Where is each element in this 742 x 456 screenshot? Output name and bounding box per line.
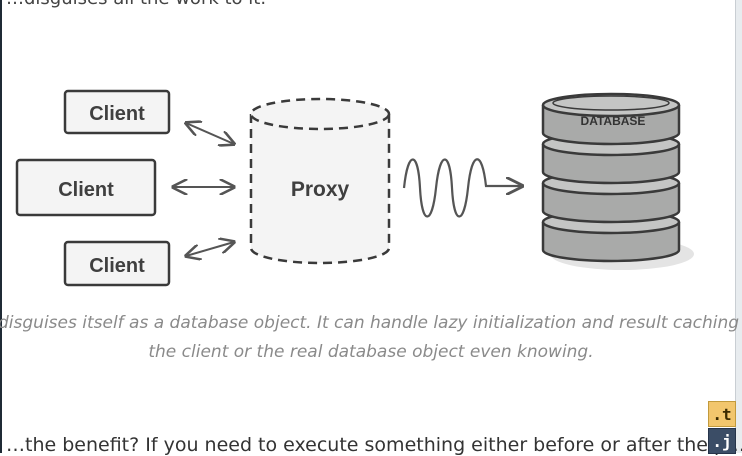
- wave-connector: [402, 158, 522, 218]
- figure-caption-line-1: r disguises itself as a database object.…: [0, 313, 742, 333]
- article-text-bottom: …the benefit? If you need to execute som…: [6, 434, 742, 456]
- scrollbar[interactable]: [735, 0, 742, 453]
- client-box-2: Client: [15, 158, 157, 217]
- client-label-3: Client: [89, 255, 145, 277]
- client-box-1: Client: [63, 89, 171, 135]
- arrow-client-1: [186, 123, 234, 144]
- client-label-1: Client: [89, 103, 145, 125]
- window-left-edge: [0, 0, 2, 453]
- client-proxy-arrows: [173, 123, 234, 256]
- proxy-diagram: Client Client Client Proxy DATA: [15, 89, 694, 287]
- proxy-cylinder: [249, 97, 391, 265]
- t-badge-button[interactable]: .t: [708, 401, 736, 427]
- database-label: DATABASE: [581, 114, 646, 128]
- article-text-top: …disguises all the work to it.: [6, 0, 266, 9]
- client-label-2: Client: [58, 179, 114, 201]
- figure-caption-line-2: the client or the real database object e…: [148, 342, 594, 362]
- proxy-label: Proxy: [291, 178, 350, 201]
- arrow-client-3: [186, 242, 234, 256]
- j-badge-button[interactable]: .j: [708, 428, 736, 454]
- client-box-3: Client: [63, 240, 171, 287]
- database-icon: [541, 92, 694, 270]
